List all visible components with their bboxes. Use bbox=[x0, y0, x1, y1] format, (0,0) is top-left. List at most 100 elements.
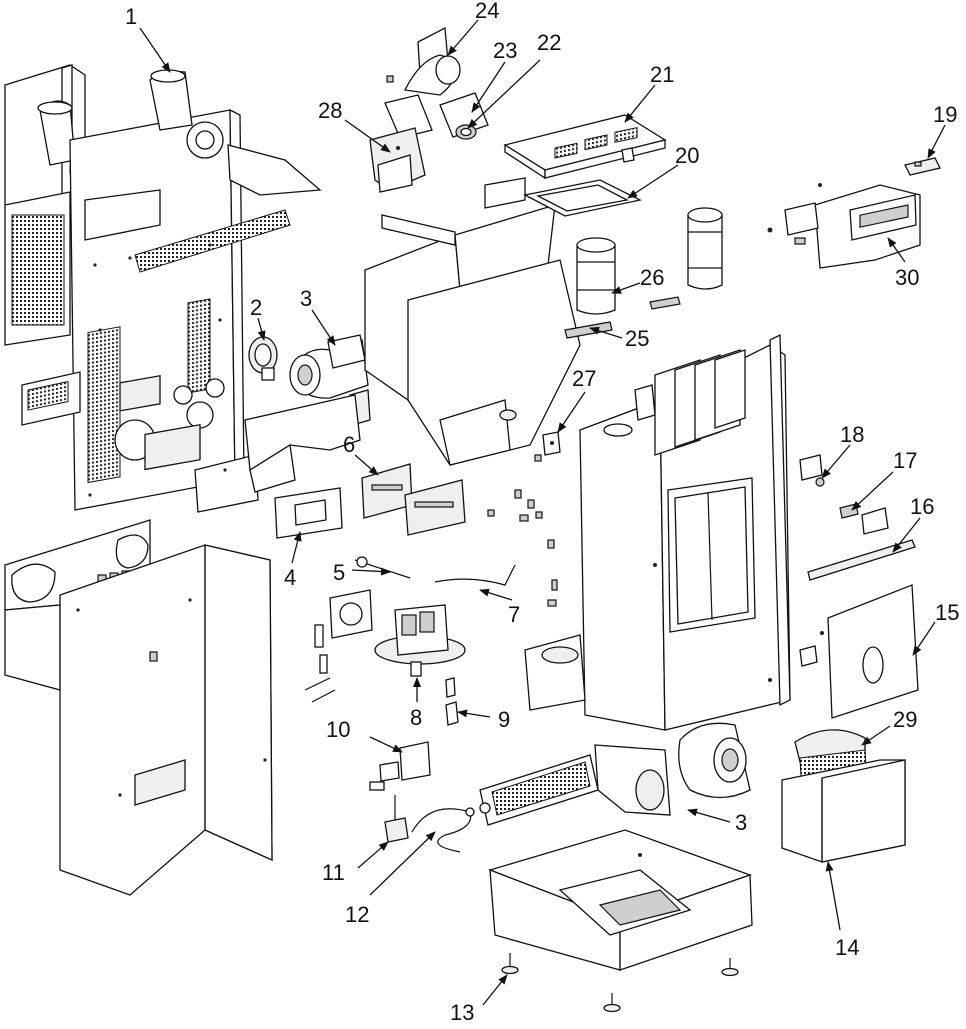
callout-25: 25 bbox=[625, 326, 649, 351]
leader-26 bbox=[611, 282, 641, 294]
leader-29 bbox=[861, 725, 891, 746]
part-5-sensor bbox=[354, 556, 411, 579]
leader-lines bbox=[139, 19, 946, 1006]
firebox-heat-exchanger bbox=[524, 333, 791, 731]
callout-1: 1 bbox=[125, 4, 137, 29]
leader-3b bbox=[687, 808, 731, 823]
leader-20 bbox=[627, 164, 679, 199]
callout-23: 23 bbox=[493, 38, 517, 63]
callout-9: 9 bbox=[498, 707, 510, 732]
part-21-top-cover bbox=[503, 114, 667, 180]
leader-24 bbox=[447, 19, 479, 56]
part-3-convection-blower bbox=[678, 722, 751, 799]
leader-18 bbox=[821, 444, 851, 479]
part-14-pan bbox=[781, 759, 906, 863]
leader-2 bbox=[257, 317, 266, 341]
blower-duct-assembly bbox=[479, 744, 671, 826]
part-30-control-panel bbox=[767, 183, 921, 269]
part-24-bracket bbox=[386, 26, 461, 96]
callout-18: 18 bbox=[840, 422, 864, 447]
callout-6: 6 bbox=[343, 432, 355, 457]
leader-16 bbox=[892, 517, 921, 553]
callout-17: 17 bbox=[893, 448, 917, 473]
callout-3: 3 bbox=[735, 810, 747, 835]
callout-22: 22 bbox=[537, 30, 561, 55]
callout-labels: 1 2 3 3 4 5 6 7 8 9 10 11 12 13 14 15 16… bbox=[125, 0, 959, 1025]
part-13-leveling-feet bbox=[501, 953, 739, 1013]
leader-17 bbox=[851, 471, 894, 511]
leader-13 bbox=[482, 974, 508, 1006]
callout-11: 11 bbox=[322, 860, 345, 885]
callout-16: 16 bbox=[910, 494, 934, 519]
leader-22 bbox=[467, 59, 541, 129]
leader-3a bbox=[311, 309, 336, 346]
leader-19 bbox=[927, 124, 946, 159]
callout-20: 20 bbox=[675, 143, 699, 168]
part-16-rail bbox=[807, 539, 916, 581]
leader-7 bbox=[479, 588, 513, 601]
callout-30: 30 bbox=[895, 265, 919, 290]
part-18-bracket bbox=[799, 454, 825, 487]
callout-5: 5 bbox=[333, 560, 345, 585]
leader-14 bbox=[825, 861, 841, 931]
small-hardware-center bbox=[487, 454, 558, 607]
callout-21: 21 bbox=[650, 62, 674, 87]
callout-4: 4 bbox=[284, 565, 296, 590]
leader-5 bbox=[351, 567, 391, 576]
part-4-gasket bbox=[274, 487, 343, 539]
leader-12 bbox=[369, 831, 436, 896]
leader-28 bbox=[344, 119, 391, 153]
callout-3: 3 bbox=[300, 286, 312, 311]
callout-13: 13 bbox=[450, 1000, 474, 1024]
part-1-rear-panel-assembly bbox=[4, 64, 322, 513]
part-6-control-board bbox=[361, 463, 466, 536]
part-26-vent-pipe bbox=[576, 207, 723, 315]
leader-27 bbox=[557, 391, 586, 433]
part-20-gasket-frame bbox=[523, 179, 642, 217]
callout-10: 10 bbox=[326, 717, 350, 742]
part-12-wire-harness bbox=[411, 807, 475, 853]
part-25-clip bbox=[564, 321, 613, 339]
leader-21 bbox=[624, 84, 656, 123]
leader-6 bbox=[354, 454, 379, 476]
leader-11 bbox=[357, 841, 389, 869]
callout-2: 2 bbox=[250, 295, 262, 320]
callout-28: 28 bbox=[318, 98, 342, 123]
callout-19: 19 bbox=[933, 102, 957, 127]
leader-10 bbox=[369, 736, 403, 753]
base-pedestal bbox=[487, 829, 753, 971]
part-8-gas-valve bbox=[329, 589, 466, 677]
part-15-side-panel bbox=[799, 584, 919, 719]
leader-1 bbox=[139, 27, 171, 73]
leader-25 bbox=[589, 326, 623, 339]
callout-24: 24 bbox=[475, 0, 499, 23]
callout-29: 29 bbox=[893, 707, 917, 732]
callout-8: 8 bbox=[410, 705, 422, 730]
leader-4 bbox=[291, 531, 302, 564]
leader-30 bbox=[887, 237, 906, 263]
part-22-grommet bbox=[455, 124, 477, 140]
callout-7: 7 bbox=[508, 602, 520, 627]
part-3-combustion-blower-upper bbox=[289, 334, 369, 399]
leader-9 bbox=[457, 709, 491, 718]
part-17-clip bbox=[839, 503, 889, 535]
part-11-fitting bbox=[384, 795, 409, 843]
callout-27: 27 bbox=[572, 366, 596, 391]
callout-12: 12 bbox=[345, 902, 369, 927]
part-28-draft-inducer bbox=[369, 94, 433, 193]
part-19-remote bbox=[904, 157, 941, 176]
front-panel-assembly bbox=[4, 519, 273, 896]
part-10-switch bbox=[369, 741, 431, 791]
part-9-bracket bbox=[445, 677, 459, 726]
small-fittings-left bbox=[304, 624, 336, 703]
callout-14: 14 bbox=[835, 935, 859, 960]
part-27-limit-switch bbox=[542, 431, 561, 456]
callout-15: 15 bbox=[935, 600, 959, 625]
callout-26: 26 bbox=[640, 265, 664, 290]
part-2-pressure-switch bbox=[248, 336, 278, 381]
part-7-tube bbox=[434, 564, 516, 586]
leader-23 bbox=[471, 61, 506, 113]
leader-15 bbox=[912, 621, 936, 656]
